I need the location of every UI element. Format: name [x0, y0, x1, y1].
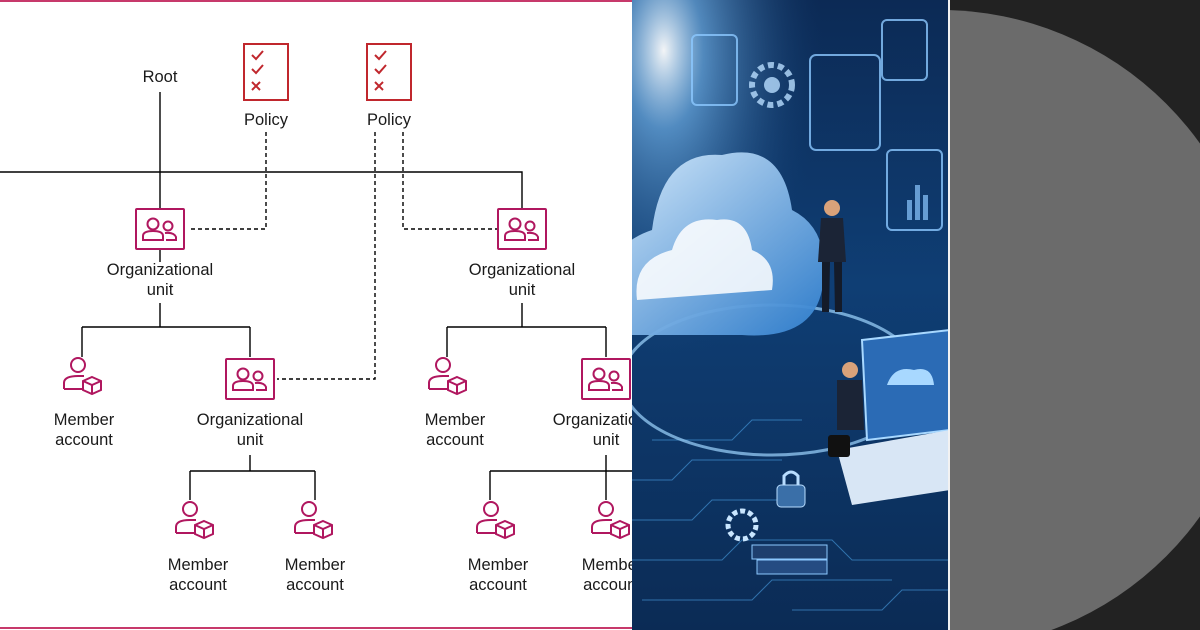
ou-label-line1: Organizational: [107, 261, 213, 279]
cloud-tech-illustration: [632, 0, 950, 630]
member-label-line2: account: [55, 431, 113, 449]
member-label-line1: Member: [285, 556, 346, 574]
dark-disc-panel: [950, 0, 1200, 630]
laptop-illustration: [828, 328, 950, 505]
padlock-icons: [776, 470, 806, 508]
panel-bottom-border: [0, 627, 632, 629]
organizational-unit-icon: [581, 358, 631, 400]
organizational-unit-icon: [497, 208, 547, 250]
member-label-line2: account: [469, 576, 527, 594]
member-label-line1: Member: [468, 556, 529, 574]
hierarchy-diagram: Root Policy Policy Organizational unit O…: [0, 43, 632, 594]
member-account-icon: [63, 357, 102, 395]
organizational-unit-1: Organizational unit: [107, 208, 213, 299]
member-label-line2: account: [169, 576, 227, 594]
businessman-figure: [818, 200, 846, 312]
chart-bars: [907, 185, 928, 220]
grey-circle-shape: [950, 10, 1200, 630]
ou-label-line1: Organizational: [469, 261, 575, 279]
member-account-3: Member account: [168, 501, 229, 594]
small-gear-icon: [725, 508, 759, 542]
member-account-2: Member account: [425, 357, 486, 449]
member-label-line1: Member: [582, 556, 632, 574]
floating-screens: [691, 19, 943, 231]
organization-diagram-panel: Root Policy Policy Organizational unit O…: [0, 0, 632, 630]
organizational-unit-3: Organizational unit: [197, 358, 303, 449]
policy-checklist-icon: [243, 43, 289, 101]
policy-attachment-lines: [188, 132, 497, 380]
gear-icon: [749, 62, 795, 108]
member-label-line1: Member: [54, 411, 115, 429]
member-account-icon: [175, 501, 214, 539]
ou-label-line2: unit: [237, 431, 264, 449]
policy-label: Policy: [367, 111, 412, 129]
policy-1: Policy: [243, 43, 289, 129]
member-account-icon: [294, 501, 333, 539]
ou-label-line2: unit: [509, 281, 536, 299]
member-account-4: Member account: [285, 501, 346, 594]
policy-label: Policy: [244, 111, 289, 129]
cloud-shape: [632, 152, 824, 336]
organizational-unit-icon: [135, 208, 185, 250]
root-label: Root: [143, 68, 178, 86]
book-stack: [751, 544, 828, 575]
member-label-line2: account: [426, 431, 484, 449]
member-account-icon: [476, 501, 515, 539]
tree-connectors: [0, 92, 632, 500]
ou-label-line2: unit: [593, 431, 620, 449]
ou-label-line1: Organizational: [553, 411, 632, 429]
illustration-art: [632, 0, 950, 630]
member-label-line1: Member: [425, 411, 486, 429]
member-account-icon: [591, 501, 630, 539]
organizational-unit-icon: [225, 358, 275, 400]
ou-label-line2: unit: [147, 281, 174, 299]
member-label-line1: Member: [168, 556, 229, 574]
member-account-icon: [428, 357, 467, 395]
policy-checklist-icon: [366, 43, 412, 101]
organizational-unit-2: Organizational unit: [469, 208, 575, 299]
member-account-6: Member account: [582, 501, 632, 594]
grey-disc: [950, 10, 1200, 630]
member-label-line2: account: [583, 576, 632, 594]
panel-top-border: [0, 0, 632, 2]
circuit-lines: [632, 419, 950, 611]
ou-label-line1: Organizational: [197, 411, 303, 429]
policy-2: Policy: [366, 43, 412, 129]
member-account-1: Member account: [54, 357, 115, 449]
member-account-5: Member account: [468, 501, 529, 594]
organizational-unit-4: Organizational unit: [553, 358, 632, 449]
member-label-line2: account: [286, 576, 344, 594]
